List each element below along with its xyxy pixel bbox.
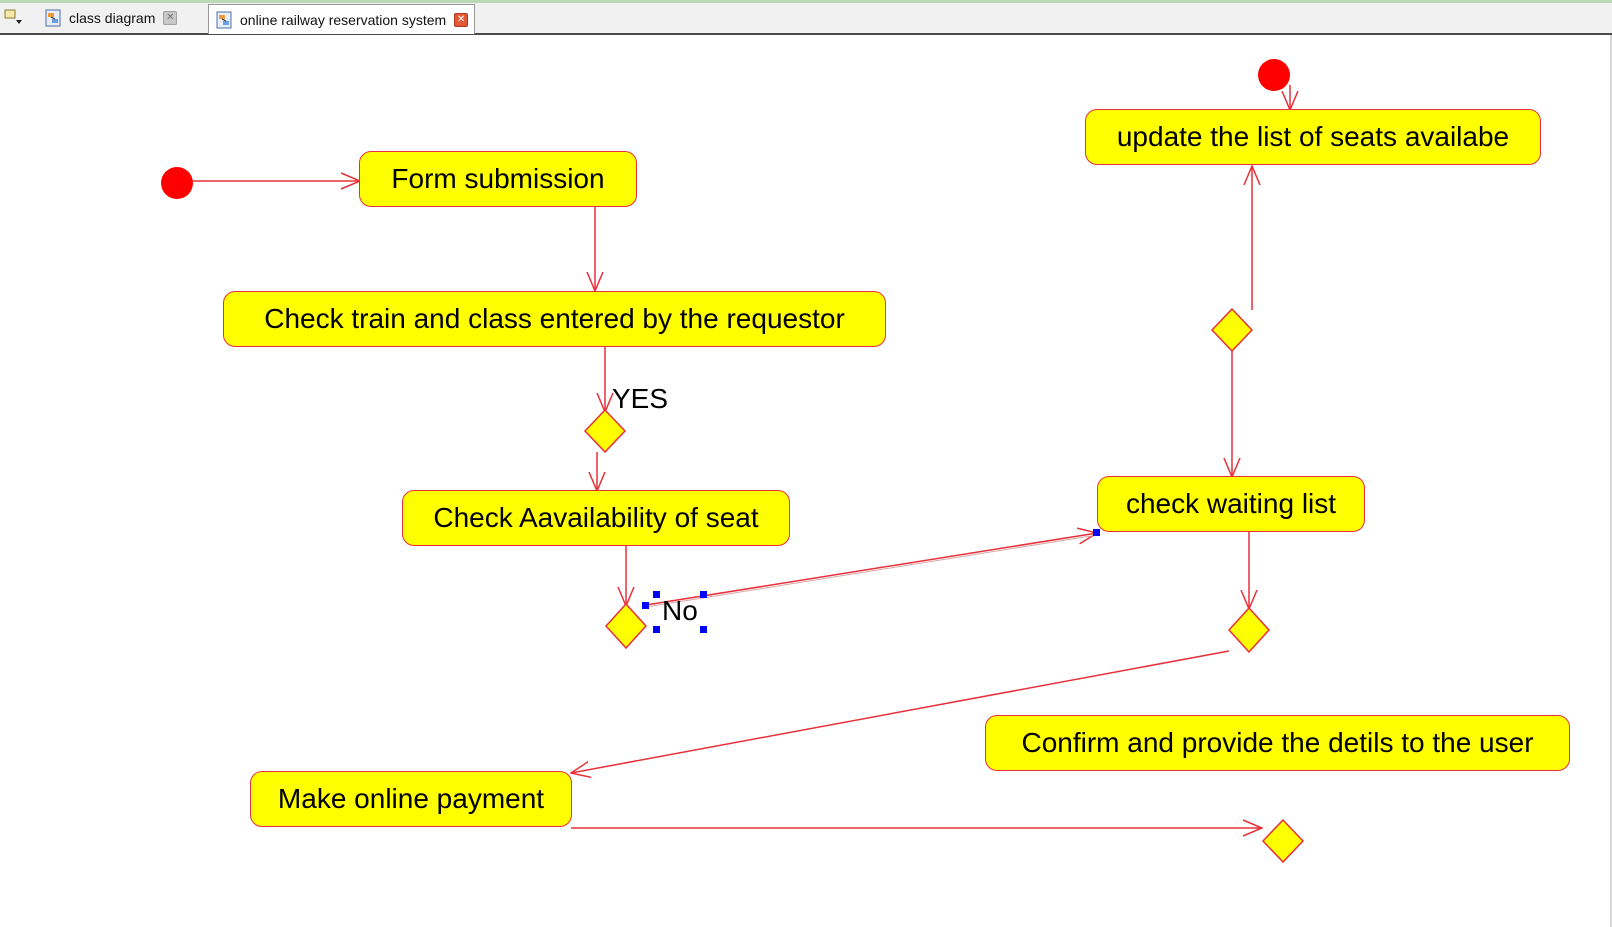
action-check-train[interactable]: Check train and class entered by the req… [223, 291, 886, 347]
tab-list-menu-button[interactable] [2, 6, 24, 28]
action-confirm-details[interactable]: Confirm and provide the detils to the us… [985, 715, 1570, 771]
guard-label-yes[interactable]: YES [612, 383, 669, 414]
tab-class-diagram[interactable]: class diagram ✕ [38, 4, 183, 31]
initial-node-right[interactable] [1258, 59, 1290, 91]
selection-handle[interactable] [700, 626, 707, 633]
action-label: Check Aavailability of seat [433, 502, 759, 533]
selection-handle[interactable] [653, 591, 660, 598]
tab-label: class diagram [69, 9, 156, 26]
action-check-waiting-list[interactable]: check waiting list [1097, 476, 1365, 532]
guard-label-no[interactable]: No [662, 595, 698, 626]
diagram-canvas[interactable]: Form submission Check train and class en… [0, 35, 1612, 927]
edge-selection-shadow [645, 534, 1098, 608]
decision-node-no[interactable] [604, 602, 648, 650]
diagram-edges [161, 59, 1305, 864]
diagram-file-icon [45, 9, 61, 26]
tab-label: online railway reservation system [240, 11, 447, 28]
action-label: Form submission [391, 163, 605, 194]
action-label: update the list of seats availabe [1116, 121, 1510, 152]
action-label: Confirm and provide the detils to the us… [1021, 727, 1534, 758]
decision-node-right-top[interactable] [1210, 307, 1254, 353]
decision-node-right-mid[interactable] [1227, 606, 1271, 654]
action-label: Make online payment [277, 783, 545, 814]
action-check-availability[interactable]: Check Aavailability of seat [402, 490, 790, 546]
action-label: Check train and class entered by the req… [264, 303, 845, 334]
selection-handle[interactable] [700, 591, 707, 598]
diagram-file-icon [216, 11, 232, 28]
action-label: check waiting list [1125, 488, 1337, 519]
close-x-red-icon[interactable]: ✕ [454, 12, 469, 27]
tab-list-menu-icon [4, 9, 22, 24]
selection-handle[interactable] [1093, 529, 1100, 536]
edge-decision-to-payment[interactable] [571, 650, 1230, 773]
selection-handle[interactable] [653, 626, 660, 633]
selection-handle[interactable] [642, 602, 649, 609]
tab-online-railway-reservation-system[interactable]: online railway reservation system ✕ [208, 4, 476, 34]
action-update-list[interactable]: update the list of seats availabe [1085, 109, 1541, 165]
tab-bar-accent-line [0, 0, 1612, 3]
initial-node-left[interactable] [161, 167, 193, 199]
canvas-right-border [1610, 35, 1612, 927]
action-form-submission[interactable]: Form submission [359, 151, 637, 207]
edge-no-to-waiting-list[interactable] [645, 533, 1097, 606]
decision-node-yes[interactable] [583, 408, 627, 454]
action-make-payment[interactable]: Make online payment [250, 771, 572, 827]
editor-tab-bar: class diagram ✕ online railway reservati… [0, 0, 1612, 35]
close-x-grey-icon[interactable]: ✕ [163, 10, 178, 25]
decision-node-bottom[interactable] [1261, 818, 1305, 864]
